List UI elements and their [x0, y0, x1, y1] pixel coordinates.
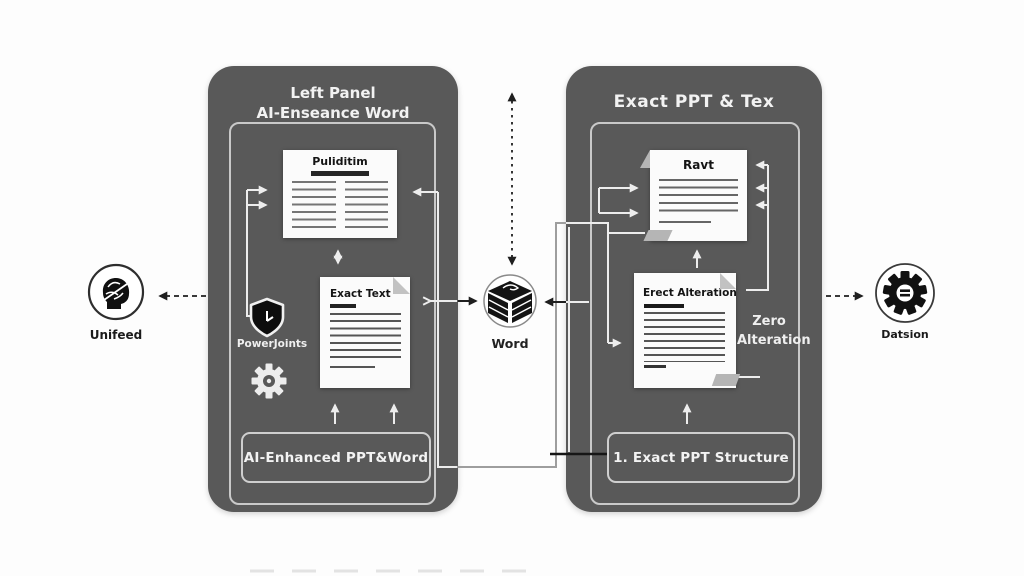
doc-text-columns [283, 181, 397, 231]
word-label: Word [491, 336, 529, 351]
folded-corner-icon [393, 277, 410, 294]
dark-connectors [158, 92, 864, 573]
unified-label: Unifeed [89, 328, 143, 342]
zero-alteration-note: Zero Alteration [737, 313, 811, 351]
right-panel-inner-border [590, 122, 800, 505]
doc-last-line [659, 221, 711, 223]
right-doc-top-title: Ravt [683, 158, 714, 172]
left-panel-title: Left Panel AI-Enseance Word [208, 84, 458, 123]
shield-icon [249, 297, 285, 338]
right-bottom-box: 1. Exact PPT Structure [607, 432, 795, 483]
datsion-label: Datsion [881, 328, 929, 341]
loop-left-vertical [437, 192, 457, 468]
word-node [483, 274, 537, 328]
right-doc-top: Ravt [640, 150, 747, 241]
doc-title-underline [330, 304, 356, 308]
doc-lines [330, 313, 401, 363]
note-line2: Alteration [737, 332, 811, 348]
unified-node [87, 263, 145, 321]
doc-title-underline [311, 171, 369, 176]
folded-corner-icon [640, 150, 650, 168]
left-doc-bottom: Exact Text [320, 277, 410, 388]
left-panel-title-line1: Left Panel [290, 84, 376, 102]
note-line1: Zero [752, 314, 786, 329]
doc-lines [644, 311, 725, 362]
loop-to-ravt-tab [566, 222, 645, 234]
right-doc-bottom-title: Erect Alteration [643, 287, 737, 299]
gear-icon-small [251, 363, 287, 399]
doc-last-line [644, 364, 666, 368]
u-loop-gap [457, 222, 566, 468]
left-bottom-box: AI-Enhanced PPT&Word [241, 432, 431, 483]
doc-last-line [330, 366, 375, 368]
right-doc-bottom: Erect Alteration [634, 273, 741, 388]
doc-lines [292, 181, 336, 231]
gap-connectors [457, 222, 566, 468]
left-doc-top-title: Puliditim [312, 155, 368, 168]
left-doc-top: Puliditim [283, 150, 397, 238]
doc-title-underline [644, 304, 684, 308]
folded-corner-icon [720, 273, 736, 289]
left-panel-title-line2: AI-Enseance Word [256, 103, 410, 122]
right-panel-title: Exact PPT & Tex [613, 92, 775, 112]
doc-tab [711, 374, 741, 386]
doc-lines [344, 181, 388, 231]
shield-label: PowerJoints [236, 338, 308, 350]
doc-lines [659, 179, 738, 217]
doc-tab [643, 230, 673, 241]
cube-box-icon [488, 281, 532, 323]
left-doc-bottom-title: Exact Text [330, 288, 391, 300]
left-panel-inner-border [229, 122, 436, 505]
brain-head-icon [102, 278, 130, 309]
gear-icon [882, 271, 928, 315]
ravt-right-vertical [746, 165, 769, 291]
elbow-to-shield [246, 205, 257, 317]
datsion-node [875, 263, 935, 323]
